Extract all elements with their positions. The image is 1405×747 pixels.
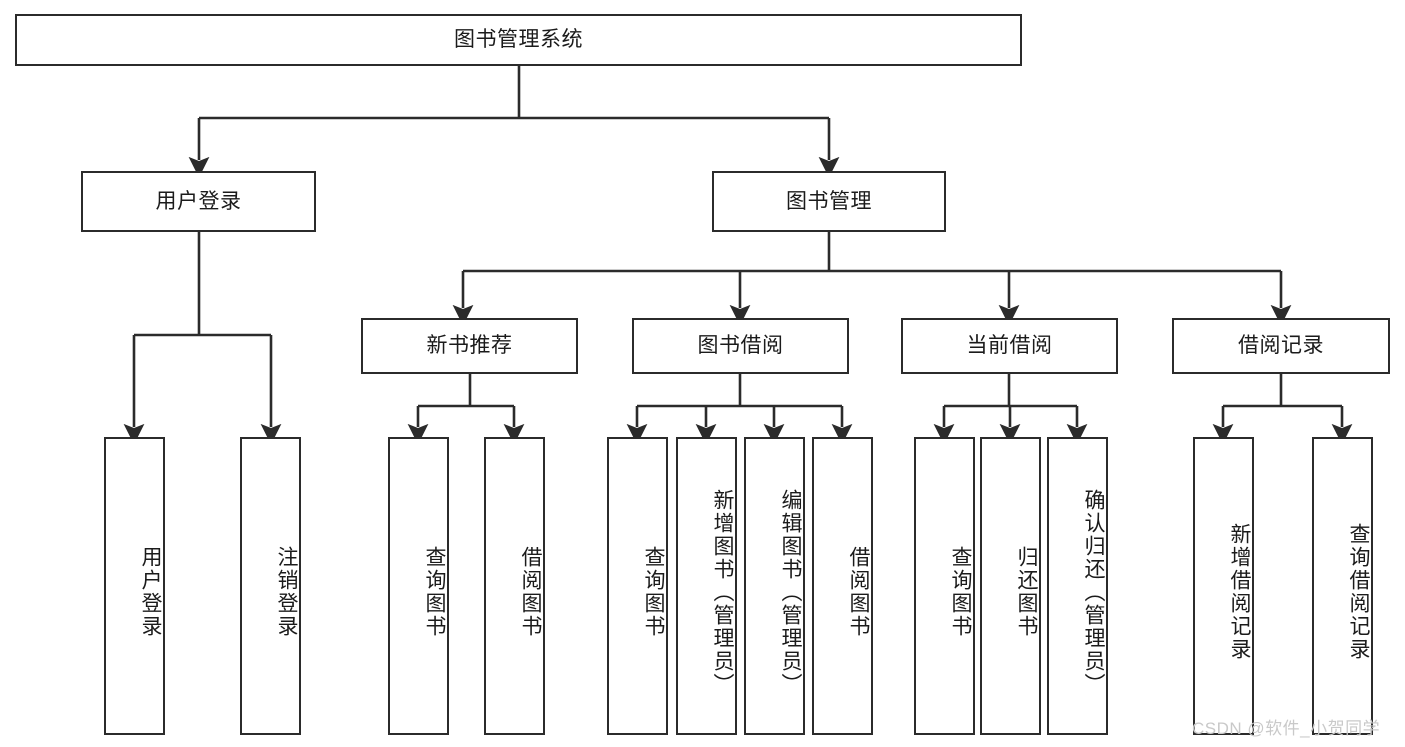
- csdn-watermark: CSDN @软件_小贺同学: [1192, 719, 1381, 738]
- leaf-label: 确认归还（管理员）: [1082, 488, 1105, 696]
- leaf-current-confirm-return-admin[interactable]: 确认归还（管理员）: [1047, 437, 1108, 735]
- leaf-record-query-borrow-record[interactable]: 查询借阅记录: [1312, 437, 1373, 735]
- leaf-label: 用户登录: [139, 546, 162, 638]
- node-root-book-management-system[interactable]: 图书管理系统: [15, 14, 1022, 66]
- leaf-borrow-add-book-admin[interactable]: 新增图书（管理员）: [676, 437, 737, 735]
- leaf-borrow-edit-book-admin[interactable]: 编辑图书（管理员）: [744, 437, 805, 735]
- leaf-label: 借阅图书: [519, 546, 542, 638]
- node-borrowing-record[interactable]: 借阅记录: [1172, 318, 1390, 374]
- leaf-current-query-book[interactable]: 查询图书: [914, 437, 975, 735]
- node-book-management[interactable]: 图书管理: [712, 171, 946, 232]
- leaf-label: 查询图书: [949, 546, 972, 638]
- leaf-label: 新增图书（管理员）: [711, 488, 734, 696]
- leaf-recommend-query-book[interactable]: 查询图书: [388, 437, 449, 735]
- leaf-label: 借阅图书: [847, 546, 870, 638]
- leaf-label: 编辑图书（管理员）: [779, 488, 802, 696]
- leaf-recommend-borrow-book[interactable]: 借阅图书: [484, 437, 545, 735]
- leaf-label: 新增借阅记录: [1228, 523, 1251, 661]
- leaf-borrow-do-borrow-book[interactable]: 借阅图书: [812, 437, 873, 735]
- leaf-logout[interactable]: 注销登录: [240, 437, 301, 735]
- leaf-current-return-book[interactable]: 归还图书: [980, 437, 1041, 735]
- leaf-label: 查询借阅记录: [1347, 523, 1370, 661]
- node-book-borrowing[interactable]: 图书借阅: [632, 318, 849, 374]
- leaf-label: 归还图书: [1015, 546, 1038, 638]
- leaf-record-add-borrow-record[interactable]: 新增借阅记录: [1193, 437, 1254, 735]
- leaf-label: 注销登录: [275, 546, 298, 638]
- node-new-book-recommendation[interactable]: 新书推荐: [361, 318, 578, 374]
- node-user-login[interactable]: 用户登录: [81, 171, 316, 232]
- leaf-borrow-query-book[interactable]: 查询图书: [607, 437, 668, 735]
- leaf-user-login[interactable]: 用户登录: [104, 437, 165, 735]
- node-current-borrowing[interactable]: 当前借阅: [901, 318, 1118, 374]
- leaf-label: 查询图书: [423, 546, 446, 638]
- leaf-label: 查询图书: [642, 546, 665, 638]
